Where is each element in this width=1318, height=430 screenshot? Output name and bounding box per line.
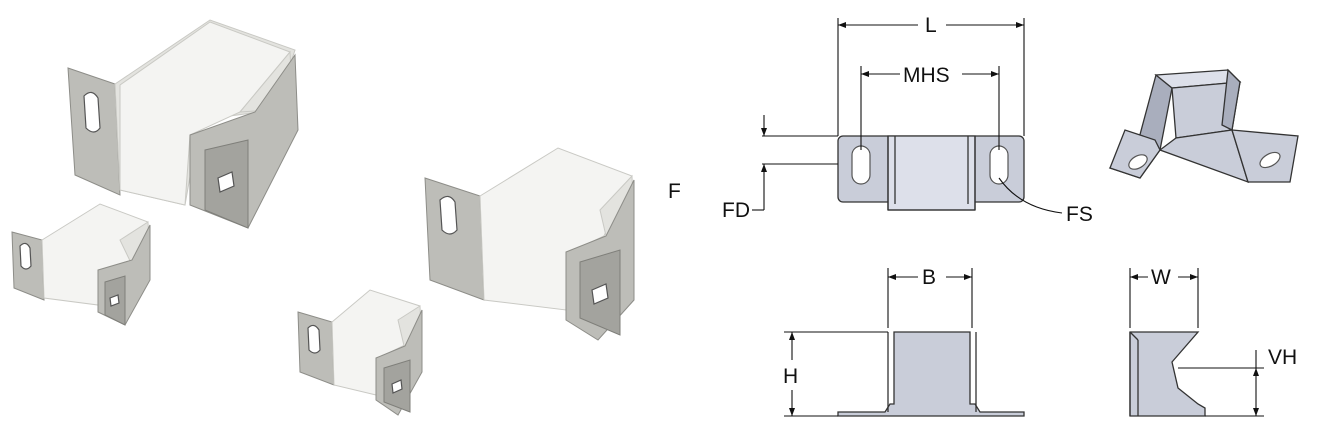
dimension-vh: VH [1178,346,1297,417]
bumper-photo-small-center [297,289,423,416]
dimension-l: L [837,14,1025,136]
side-view-drawing [837,331,1025,417]
bumper-photo-large [67,19,299,229]
label-fd: FD [722,199,750,222]
label-w: W [1151,266,1171,289]
dimension-fd: FD [722,115,838,222]
label-b: B [922,266,936,289]
dimension-h: H [783,331,888,417]
mounting-slot-left [851,145,871,185]
front-view-drawing [837,135,1025,211]
end-view-drawing [1129,331,1206,417]
label-vh: VH [1268,346,1297,369]
dimension-fs: FS [998,177,1093,226]
dimension-b: B [887,266,973,328]
isometric-view-drawing [1108,68,1299,184]
dimension-w: W [1129,266,1199,328]
bumper-photo-small-left [11,203,151,326]
label-mhs: MHS [903,64,950,87]
label-l: L [925,14,937,37]
dimension-mhs: MHS [860,64,1000,150]
partial-label-f: F [668,180,681,203]
label-h: H [783,365,798,388]
label-fs: FS [1066,203,1093,226]
bumper-photo-medium [424,147,635,341]
